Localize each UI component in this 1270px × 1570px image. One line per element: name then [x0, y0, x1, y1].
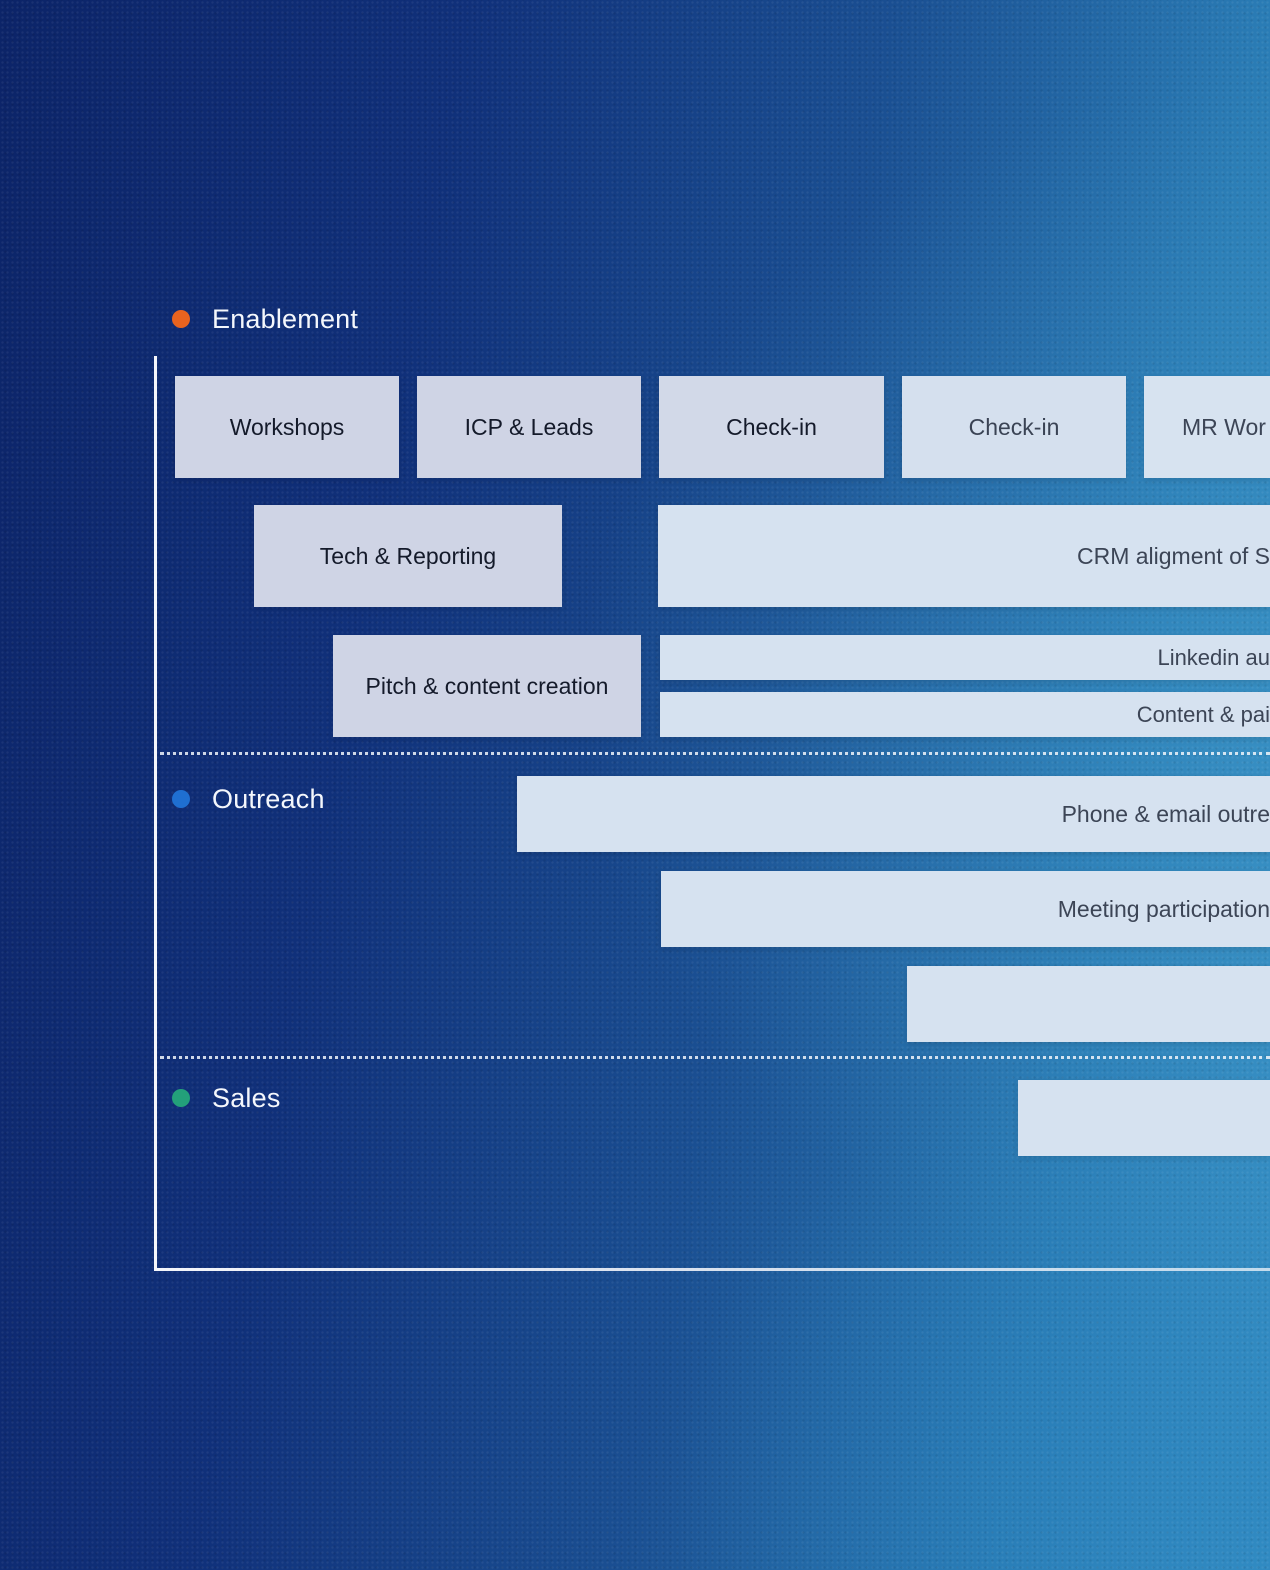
section-sales-label: Sales: [212, 1082, 281, 1113]
section-enablement: Enablement: [172, 304, 358, 334]
box-content-paid-label: Content & pai: [1136, 701, 1270, 727]
box-check-in-2: Check-in: [902, 376, 1126, 478]
section-outreach-label: Outreach: [212, 783, 325, 814]
box-tech-reporting: Tech & Reporting: [254, 505, 562, 607]
enablement-dot-icon: [172, 310, 190, 328]
y-axis-line: [154, 356, 157, 1271]
box-content-paid: Content & pai: [660, 692, 1270, 737]
box-icp-leads-label: ICP & Leads: [464, 413, 594, 440]
divider-enablement-outreach: [160, 752, 1270, 755]
box-meeting-label: Meeting participation: [1057, 895, 1270, 922]
box-crm-alignment-label: CRM aligment of S: [1076, 542, 1270, 569]
x-axis-line: [154, 1268, 1270, 1271]
box-pitch-content-label: Pitch & content creation: [365, 672, 609, 699]
box-linkedin: Linkedin au: [660, 635, 1270, 680]
box-icp-leads: ICP & Leads: [417, 376, 641, 478]
box-check-in-1-label: Check-in: [726, 413, 817, 440]
box-mr-work: MR Wor: [1144, 376, 1270, 478]
box-check-in-2-label: Check-in: [968, 413, 1060, 440]
box-tech-reporting-label: Tech & Reporting: [319, 542, 497, 569]
box-workshops: Workshops: [175, 376, 399, 478]
box-phone-email-label: Phone & email outre: [1061, 800, 1270, 827]
outreach-dot-icon: [172, 790, 190, 808]
section-sales: Sales: [172, 1083, 281, 1113]
sales-dot-icon: [172, 1089, 190, 1107]
section-outreach: Outreach: [172, 784, 325, 814]
box-workshops-label: Workshops: [229, 413, 345, 440]
box-phone-email: Phone & email outre: [517, 776, 1270, 852]
box-pitch-content: Pitch & content creation: [333, 635, 641, 737]
box-sales-first: [1018, 1080, 1270, 1156]
box-outreach-third: [907, 966, 1270, 1042]
box-check-in-1: Check-in: [659, 376, 884, 478]
box-mr-work-label: MR Wor: [1182, 413, 1266, 440]
box-crm-alignment: CRM aligment of S: [658, 505, 1270, 607]
box-meeting: Meeting participation: [661, 871, 1270, 947]
box-linkedin-label: Linkedin au: [1157, 644, 1270, 670]
section-enablement-label: Enablement: [212, 303, 359, 334]
divider-outreach-sales: [160, 1056, 1270, 1059]
